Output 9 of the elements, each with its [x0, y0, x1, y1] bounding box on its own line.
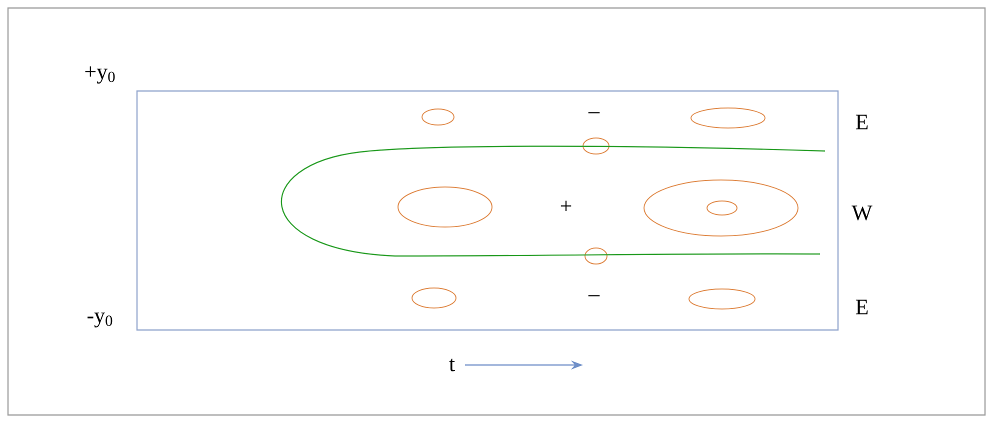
sign-label: – [588, 112, 600, 114]
axis-label: -y$_{0}$ [88, 312, 112, 328]
sign-label: + [560, 200, 572, 212]
axis-label: +y$_{0}$ [85, 66, 115, 84]
region-label: E [856, 114, 868, 130]
region-label: E [856, 300, 868, 314]
sign-label: – [588, 295, 600, 296]
axis-label: t [449, 358, 455, 372]
region-label: W [852, 206, 872, 220]
